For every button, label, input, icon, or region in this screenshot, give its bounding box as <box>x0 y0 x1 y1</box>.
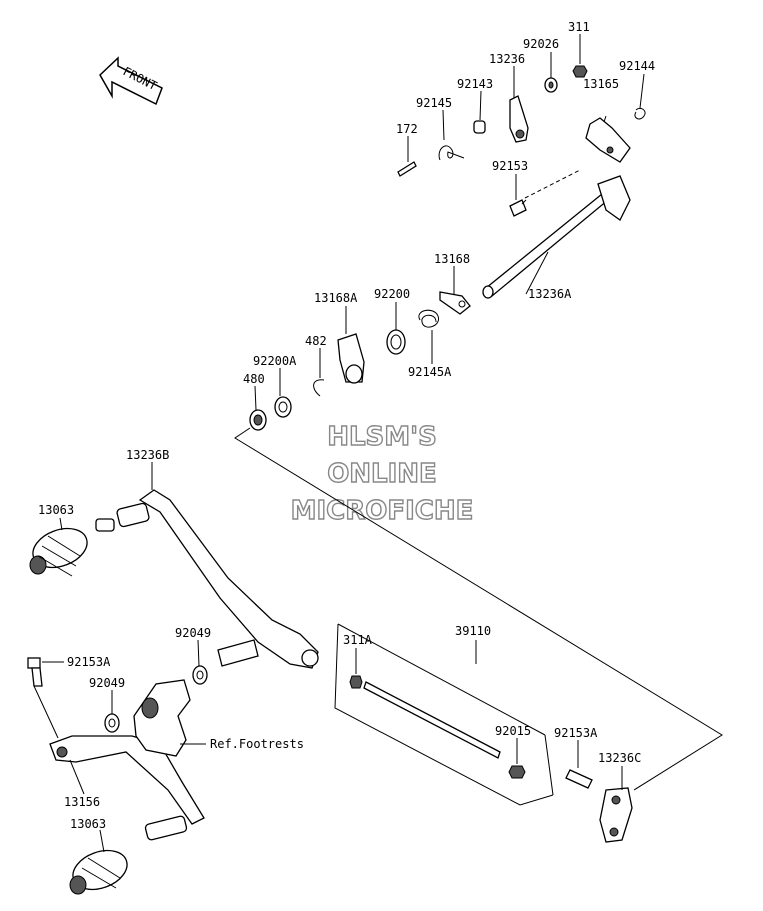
label-92026: 92026 <box>523 37 559 51</box>
label-13168A: 13168A <box>314 291 358 305</box>
part-13236A-shaft <box>485 193 609 297</box>
part-13168-arm <box>439 291 471 315</box>
label-92200: 92200 <box>374 287 410 301</box>
watermark-line1: HLSM'S <box>327 422 437 452</box>
label-39110: 39110 <box>455 624 491 638</box>
label-13236C: 13236C <box>598 751 641 765</box>
rear-shift-pedal <box>27 657 205 895</box>
front-arrow-icon: FRONT <box>99 56 163 106</box>
label-311: 311 <box>568 20 590 34</box>
label-311A: 311A <box>343 633 373 647</box>
part-172-pin <box>397 161 417 177</box>
watermark-line2: ONLINE <box>327 459 437 489</box>
watermark-line3: MICROFICHE <box>291 496 474 526</box>
part-92153A-bolt-left <box>27 657 41 669</box>
part-482-circlip <box>313 379 325 397</box>
label-92015: 92015 <box>495 724 531 738</box>
part-13236-lever <box>509 95 529 143</box>
label-13156: 13156 <box>64 795 100 809</box>
label-92153: 92153 <box>492 159 528 173</box>
label-92144: 92144 <box>619 59 655 73</box>
reference-lines <box>234 169 723 806</box>
label-92049-lower: 92049 <box>89 676 125 690</box>
part-311A-nut <box>349 675 363 689</box>
footrest-bracket <box>104 665 208 757</box>
part-92200-washer <box>386 329 406 355</box>
label-92143: 92143 <box>457 77 493 91</box>
label-13063-upper: 13063 <box>38 503 74 517</box>
front-shift-pedal <box>29 489 319 669</box>
part-92049-washer-lower <box>104 713 120 733</box>
part-13236B-pedal <box>138 489 319 669</box>
tie-rod-assembly <box>349 675 633 843</box>
part-92143-collar <box>473 120 486 134</box>
label-92153A-right: 92153A <box>554 726 598 740</box>
part-92153A-bolt-right <box>565 769 593 789</box>
label-92153A-left: 92153A <box>67 655 111 669</box>
part-92200A-washer <box>274 396 292 418</box>
part-labels: 311 92026 13236 92144 92143 13165 92145 … <box>38 20 655 831</box>
label-13063-lower: 13063 <box>70 817 106 831</box>
part-13165-plate <box>585 117 631 163</box>
part-13156-pedal <box>49 735 205 825</box>
label-482: 482 <box>305 334 327 348</box>
label-172: 172 <box>396 122 418 136</box>
part-92144-clip <box>634 107 646 120</box>
label-13236B: 13236B <box>126 448 169 462</box>
part-13236C-lever <box>599 787 633 843</box>
label-92049-upper: 92049 <box>175 626 211 640</box>
label-480: 480 <box>243 372 265 386</box>
part-92145-spring <box>438 145 465 161</box>
label-13165: 13165 <box>583 77 619 91</box>
label-ref-footrests: Ref.Footrests <box>210 737 304 751</box>
part-92145A-spring <box>418 309 440 328</box>
label-13236: 13236 <box>489 52 525 66</box>
label-13236A: 13236A <box>528 287 572 301</box>
label-92145A: 92145A <box>408 365 452 379</box>
shift-shaft-assembly <box>249 65 646 431</box>
label-92200A: 92200A <box>253 354 297 368</box>
watermark: HLSM'S ONLINE MICROFICHE <box>290 421 474 526</box>
label-92145: 92145 <box>416 96 452 110</box>
leader-lines <box>42 34 645 853</box>
part-92015-nut <box>508 765 526 779</box>
part-39110-rod <box>363 681 501 759</box>
label-13168: 13168 <box>434 252 470 266</box>
part-92049-washer-upper <box>192 665 208 685</box>
part-311-nut <box>572 65 588 78</box>
